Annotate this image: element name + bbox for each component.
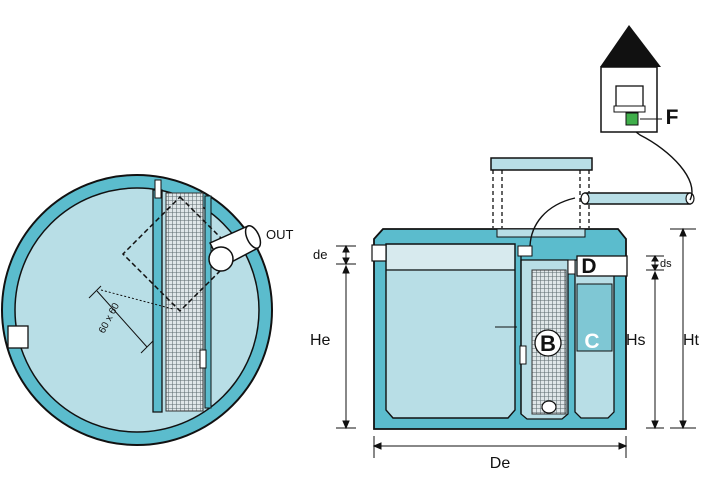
plan-partition-wall: [152, 189, 163, 413]
water-surface: [387, 245, 514, 269]
control-cable-inner: [529, 197, 576, 247]
dimension-De: [372, 436, 628, 458]
control-sensor: [625, 112, 639, 126]
section-inlet-fitting: [371, 244, 387, 262]
dimension-de-label: de: [313, 247, 327, 262]
component-B-label: B: [540, 331, 556, 356]
plan-fitting-top: [154, 179, 162, 199]
plan-inlet-fitting: [7, 325, 29, 349]
component-D-label: D: [581, 255, 596, 278]
main-chamber: [385, 243, 516, 419]
component-C-label: C: [584, 330, 599, 353]
dimension-He-label: He: [310, 332, 331, 349]
screen-level-fitting: [519, 345, 527, 365]
dimension-ds-label: ds: [660, 258, 672, 270]
plan-screen-basket: [165, 192, 204, 412]
house-roof: [600, 25, 661, 67]
component-F-label: F: [666, 106, 679, 129]
dimension-Hs: [646, 270, 664, 430]
outlet-pipe-D: [576, 255, 628, 277]
dimension-Ht-label: Ht: [683, 332, 700, 349]
dimension-de: [336, 244, 356, 266]
marker-B-circle: [534, 329, 562, 357]
dimension-De-label: De: [490, 455, 511, 472]
section-view: B C D F de He De: [310, 25, 700, 472]
plan-tank-interior: [14, 187, 260, 433]
dimension-ds: [646, 255, 664, 271]
dimension-He: [336, 264, 356, 430]
plan-access-opening: [121, 195, 239, 313]
dimension-Ht: [670, 227, 696, 430]
plan-fitting-bottom: [199, 349, 207, 369]
house: [600, 25, 662, 133]
cable-conduit: [580, 192, 695, 205]
plan-opening-dimension: [88, 285, 174, 354]
plan-outlet-label: OUT: [266, 227, 294, 242]
screen-drain: [541, 400, 557, 414]
plan-view: OUT 60 x 60: [1, 174, 294, 446]
pump-C: [576, 283, 613, 352]
dimension-Hs-label: Hs: [626, 332, 646, 349]
section-lid-opening: [496, 228, 586, 238]
plan-outlet-pipe: [208, 225, 262, 272]
control-cable-outer: [632, 125, 693, 201]
